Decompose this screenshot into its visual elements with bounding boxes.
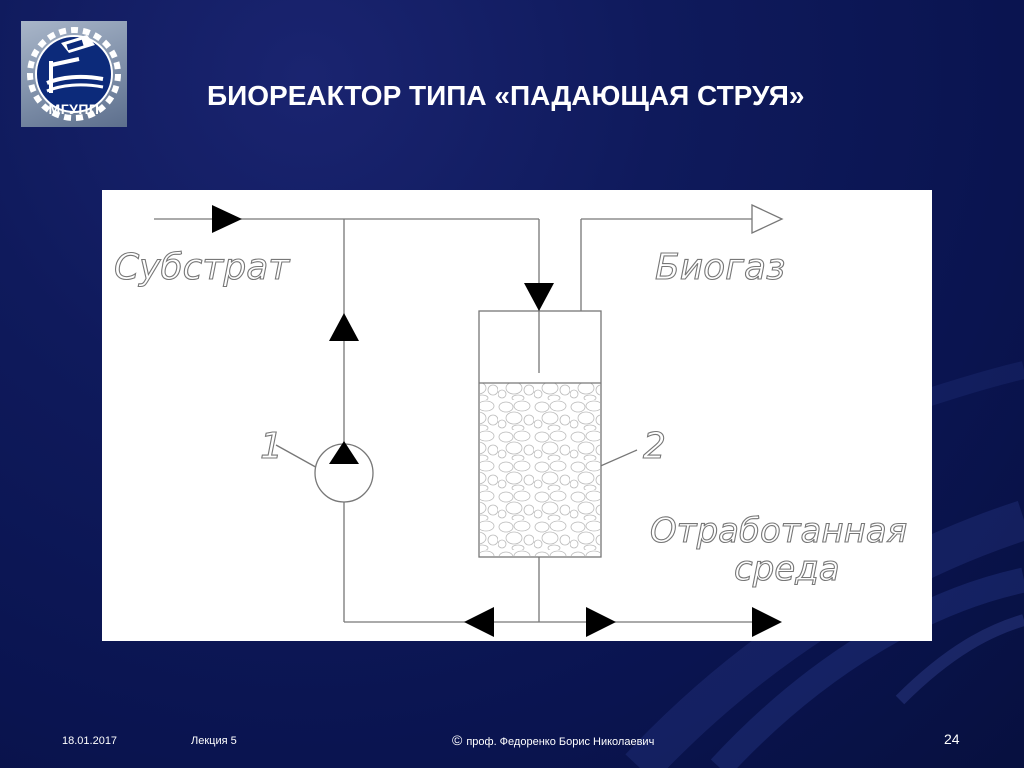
university-logo: МГУПП [21, 21, 127, 127]
logo-text: МГУПП [48, 101, 100, 117]
copyright-icon: © [452, 732, 463, 748]
diagram-panel: Субстрат Биогаз Отработанная среда 1 2 [102, 190, 932, 641]
footer-author: ©проф. Федоренко Борис Николаевич [452, 732, 654, 748]
outflow-right-arrow-icon [586, 607, 616, 637]
slide-title: БИОРЕАКТОР ТИПА «ПАДАЮЩАЯ СТРУЯ» [207, 80, 805, 111]
spent-medium-label-line1: Отработанная [650, 511, 907, 551]
pump-direction-arrow-icon [329, 441, 359, 464]
pump-number-label: 1 [260, 426, 283, 467]
spent-medium-outlet-arrow-icon [752, 607, 782, 637]
footer-lecture: Лекция 5 [191, 735, 237, 747]
page-number: 24 [944, 731, 960, 747]
bioreactor-number-label: 2 [643, 426, 666, 467]
reactor-inlet-arrow-icon [524, 283, 554, 311]
spent-medium-label-line2: среда [734, 549, 840, 589]
footer-date: 18.01.2017 [62, 735, 118, 747]
biogas-outlet-arrow-icon [751, 203, 784, 235]
bioreactor-packing [480, 383, 600, 556]
bioreactor-schematic: Субстрат Биогаз Отработанная среда 1 2 [113, 203, 908, 637]
recirculation-left-arrow-icon [464, 607, 494, 637]
footer-author-name: проф. Федоренко Борис Николаевич [466, 736, 655, 748]
recirculation-up-arrow-icon [329, 313, 359, 341]
substrate-inlet-arrow-icon [212, 205, 242, 233]
substrate-label: Субстрат [114, 247, 290, 288]
gear-emblem-icon [27, 27, 121, 121]
biogas-label: Биогаз [655, 247, 785, 288]
